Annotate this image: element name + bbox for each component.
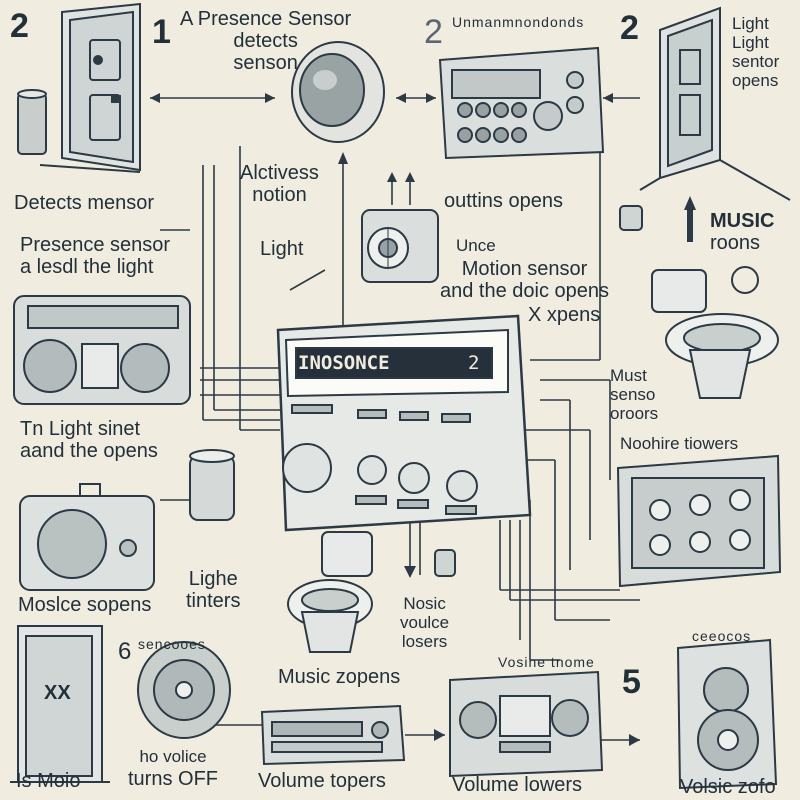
volsic-zofo-label: Volsic zofo <box>680 776 776 798</box>
light-sensor-opens-label: Light Light sentor opens <box>732 14 780 90</box>
panel-device-icon <box>616 454 782 588</box>
light-sinet-label: Tn Light sinet aand the opens <box>20 418 158 462</box>
step-number: 5 <box>622 663 641 701</box>
step-number: 2 <box>10 7 29 45</box>
volume-lowers-label: Volume lowers <box>452 774 583 796</box>
sencoos-label: sencooes <box>138 636 206 652</box>
noohire-flowers-label: Noohire tiowers <box>620 434 739 453</box>
presence-sensor-light-label: Presence sensor a lesdl the light <box>20 234 171 278</box>
jar-icon <box>189 449 235 521</box>
step-number: 6 <box>118 638 132 665</box>
trash-can-icon <box>17 89 47 155</box>
mixer-panel-icon <box>438 46 605 160</box>
tower-speaker-icon <box>676 638 778 790</box>
door-xx-label: XX <box>44 682 71 704</box>
display-text: INOSONCE <box>298 352 390 374</box>
small-sensor-icon <box>434 549 456 577</box>
presence-sensor-title: A Presence Sensor detects senson <box>180 8 352 74</box>
alctivess-notion-label: Alctivess notion <box>240 162 319 206</box>
dvd-player-icon <box>260 704 406 766</box>
step-number: 1 <box>152 13 171 51</box>
door-icon <box>10 625 110 783</box>
unce-label: Unce <box>456 236 496 255</box>
motion-sensor-icon <box>361 209 439 283</box>
step-number: 2 <box>620 9 639 47</box>
buttins-opens-label: outtins opens <box>444 190 563 212</box>
door-icon <box>39 2 141 173</box>
arrow-heads <box>150 93 696 746</box>
speaker-icon <box>19 483 155 591</box>
record-disc-icon <box>137 641 231 739</box>
small-sensor-icon <box>619 205 643 231</box>
lighe-tinters-label: Lighe tinters <box>186 568 241 612</box>
radio-icon <box>13 295 191 405</box>
moslce-sopens-label: Moslce sopens <box>18 594 152 616</box>
toilet-icon <box>287 531 373 653</box>
must-sensor-label: Must senso oroors <box>610 366 659 423</box>
top-mid-caption: Unmanmnondonds <box>452 14 585 30</box>
display-digit: 2 <box>468 352 480 374</box>
nosic-voulce-label: Nosic voulce losers <box>400 594 450 651</box>
light-label: Light <box>260 238 304 260</box>
vosine-tnome-label: Vosine tnome <box>498 654 595 670</box>
pill-circle-icon <box>731 266 759 294</box>
presence-sensor-icon <box>291 41 385 143</box>
step-number: 2 <box>424 13 443 51</box>
music-roons-label: MUSIC roons <box>710 210 775 254</box>
toilet-icon <box>651 269 779 399</box>
door-icon <box>639 6 791 201</box>
detects-mensor-label: Detects mensor <box>14 192 155 214</box>
x-xpens-label: X xpens <box>528 304 601 326</box>
is-moio-label: Is Moio <box>16 770 81 792</box>
stereo-icon <box>449 670 604 778</box>
no-volice-label: ho volice turns OFF <box>128 747 219 790</box>
volume-topers-label: Volume topers <box>258 770 386 792</box>
controller-icon <box>276 314 532 532</box>
music-zopens-label: Music zopens <box>278 666 401 688</box>
motion-sensor-opens-label: Motion sensor and the doic opens <box>440 258 610 302</box>
ceecos-label: ceeocos <box>692 628 752 644</box>
